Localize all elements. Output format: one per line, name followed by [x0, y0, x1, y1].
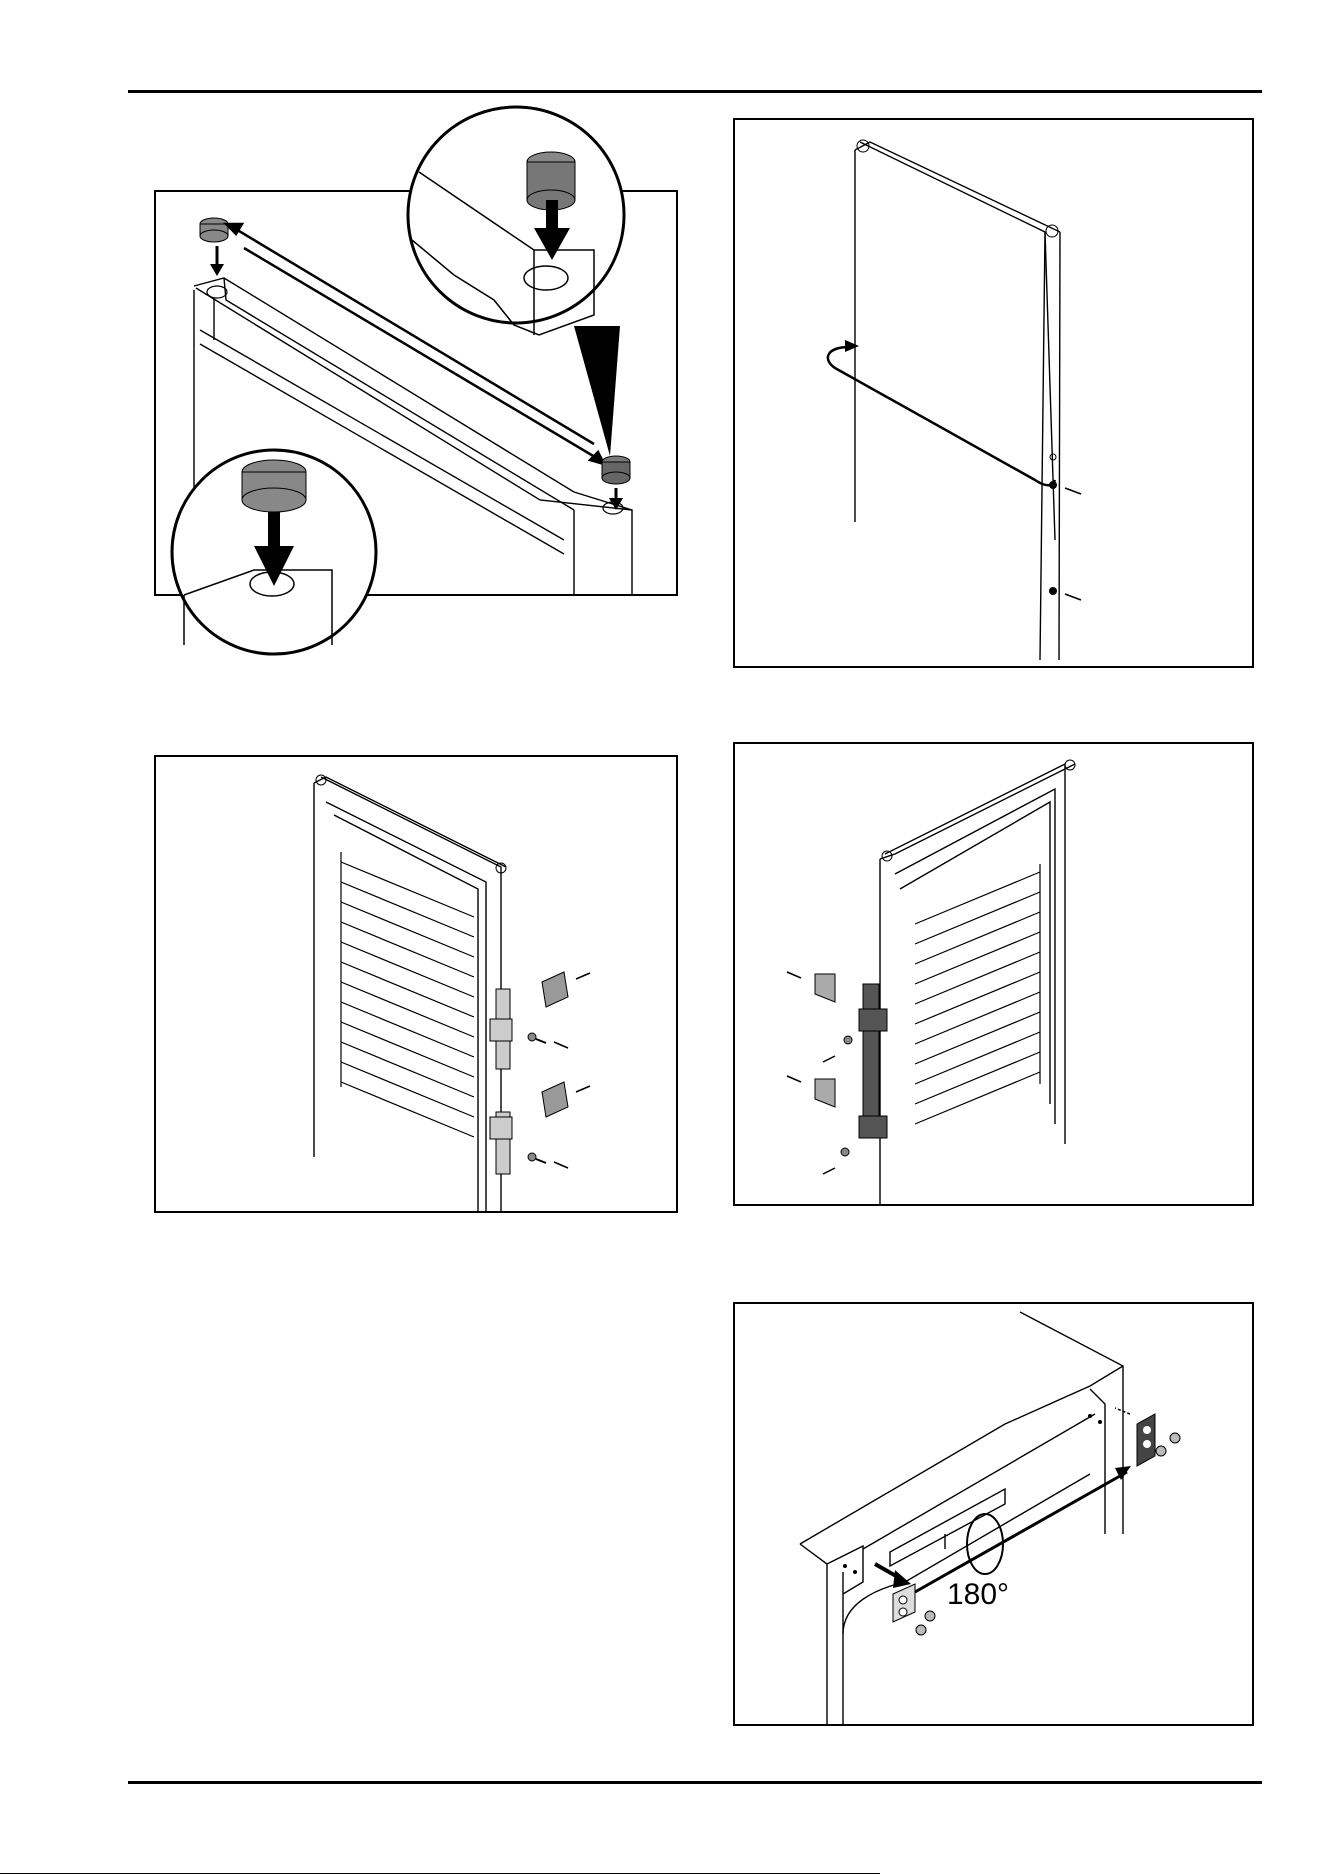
- footer-rule: [128, 1781, 1262, 1784]
- figure-hinge-covers-remove: [154, 755, 678, 1213]
- figure-cover-caps-drawing: [154, 100, 694, 660]
- rotate-arrowhead: [845, 340, 859, 352]
- hinge-plate-right: [1137, 1414, 1155, 1466]
- hinge-lower: [490, 1112, 512, 1174]
- figure-door-handle-drawing: [735, 120, 1252, 666]
- figure-hinge-covers-remove-drawing: [156, 757, 676, 1211]
- figure-hinge-covers-refit: [733, 742, 1254, 1206]
- hinge-upper: [490, 989, 512, 1069]
- screws-left: [841, 1036, 852, 1156]
- hinge-plate-left: [893, 1584, 915, 1622]
- screws-right: [1156, 1433, 1180, 1456]
- arrow-move-across: [915, 1472, 1127, 1592]
- header-rule: [128, 90, 1262, 93]
- rotation-label: 180°: [947, 1578, 1009, 1611]
- small-insert-icon: [602, 456, 630, 484]
- arrow-screw-2: [1065, 594, 1081, 600]
- cover-left-upper: [815, 974, 835, 1002]
- door-corner-right: [1046, 225, 1058, 237]
- door-louvres: [341, 852, 474, 1137]
- magnifier-bottom: [172, 450, 376, 654]
- arrow-screw-1: [1065, 488, 1081, 494]
- small-cap-icon: [200, 218, 228, 242]
- figure-top-hinge-swap-drawing: 180°: [735, 1304, 1252, 1724]
- figure-door-handle: [733, 118, 1254, 668]
- screw-upper: [528, 1033, 546, 1043]
- figure-top-hinge-swap: 180°: [733, 1302, 1254, 1726]
- figure-hinge-covers-refit-drawing: [735, 744, 1252, 1204]
- cover-left-lower: [815, 1079, 835, 1107]
- cap-hole-left: [207, 286, 227, 298]
- screws-left: [916, 1611, 935, 1635]
- cover-lower: [542, 1082, 568, 1117]
- screw-lower: [528, 1153, 546, 1163]
- cover-upper: [542, 972, 568, 1007]
- handle-path: [828, 347, 1055, 485]
- magnifier-top: [408, 107, 624, 335]
- hinge-bar: [859, 984, 887, 1138]
- door-louvres-right: [915, 864, 1040, 1124]
